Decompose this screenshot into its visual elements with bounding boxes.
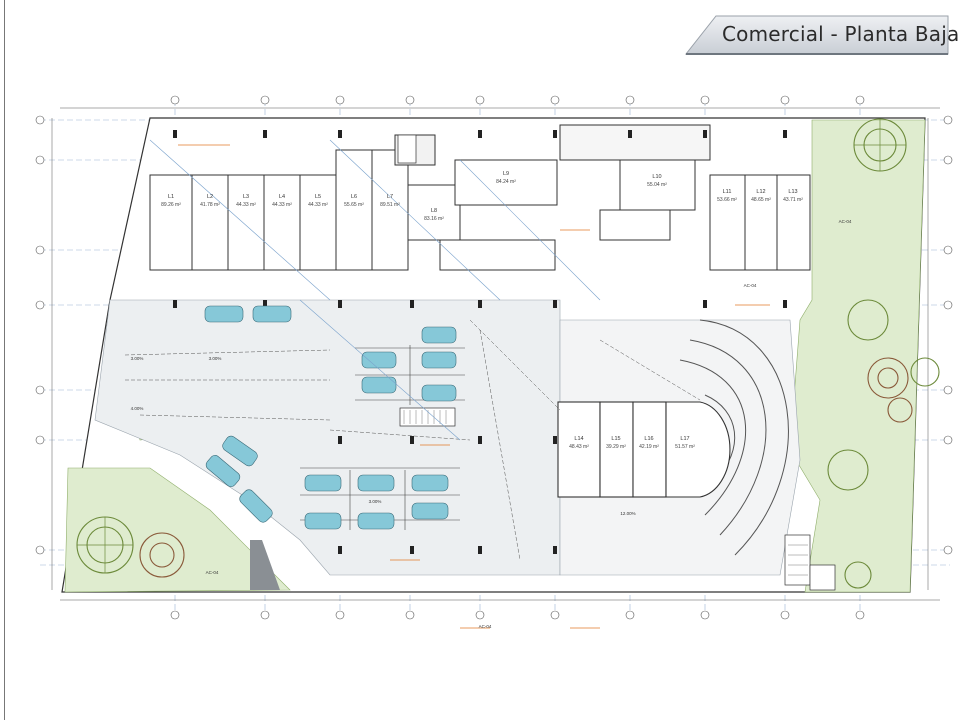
unit-L8-label: L8 bbox=[431, 208, 437, 214]
unit-L6-area: 55.65 m² bbox=[344, 202, 364, 208]
blue-axes bbox=[149, 139, 601, 441]
slope-label: 4.00% bbox=[131, 406, 144, 411]
trees bbox=[76, 118, 940, 589]
units-south-row bbox=[557, 401, 731, 498]
page-title: Comercial - Planta Baja bbox=[722, 22, 960, 46]
unit-L15-area: 39.29 m² bbox=[606, 444, 626, 450]
slope-label: 3.00% bbox=[369, 499, 382, 504]
unit-L5-area: 44.33 m² bbox=[308, 202, 328, 208]
unit-L5-label: L5 bbox=[315, 194, 321, 200]
unit-L14-label: L14 bbox=[574, 436, 583, 442]
parked-cars bbox=[204, 305, 457, 530]
tag-label: AC-04 bbox=[206, 570, 219, 575]
unit-L6-label: L6 bbox=[351, 194, 357, 200]
orange-marks bbox=[178, 144, 770, 629]
unit-L7-label: L7 bbox=[387, 194, 393, 200]
title-tab-shape bbox=[684, 15, 949, 55]
unit-L12-label: L12 bbox=[756, 189, 765, 195]
tag-label: AC-04 bbox=[839, 219, 852, 224]
unit-L15-label: L15 bbox=[611, 436, 620, 442]
unit-L16-area: 42.19 m² bbox=[639, 444, 659, 450]
hatched-core bbox=[250, 540, 280, 590]
unit-L17-area: 51.57 m² bbox=[675, 444, 695, 450]
unit-L4-area: 44.33 m² bbox=[272, 202, 292, 208]
tag-label: AC-04 bbox=[479, 624, 492, 629]
unit-L3-label: L3 bbox=[243, 194, 249, 200]
curved-ramps bbox=[679, 319, 789, 556]
stairs bbox=[397, 134, 836, 591]
units-northeast-row bbox=[559, 124, 811, 271]
unit-L14-area: 48.43 m² bbox=[569, 444, 589, 450]
parking-bays bbox=[300, 345, 465, 530]
page-left-rule bbox=[4, 0, 5, 720]
title-tab: Comercial - Planta Baja bbox=[678, 14, 959, 58]
unit-L11-label: L11 bbox=[723, 189, 732, 195]
unit-L7-area: 89.51 m² bbox=[380, 202, 400, 208]
unit-L3-area: 44.33 m² bbox=[236, 202, 256, 208]
unit-L11-area: 53.66 m² bbox=[717, 197, 737, 203]
unit-L2-area: 41.78 m² bbox=[200, 202, 220, 208]
unit-L2-label: L2 bbox=[207, 194, 213, 200]
slope-label: 3.00% bbox=[131, 356, 144, 361]
unit-L17-label: L17 bbox=[680, 436, 689, 442]
unit-L1-label: L1 bbox=[168, 194, 174, 200]
unit-L12-area: 48.65 m² bbox=[751, 197, 771, 203]
unit-L9-area: 84.24 m² bbox=[496, 179, 516, 185]
traffic-lines bbox=[124, 319, 701, 561]
slope-label: 12.00% bbox=[620, 511, 635, 516]
unit-L10-label: L10 bbox=[652, 174, 661, 180]
unit-L16-label: L16 bbox=[644, 436, 653, 442]
orange-tags: AC-04 AC-04 AC-04 AC-04 bbox=[206, 219, 852, 629]
unit-L4-label: L4 bbox=[279, 194, 285, 200]
columns bbox=[173, 130, 787, 554]
slope-label: 3.00% bbox=[209, 356, 222, 361]
unit-L1-area: 89.26 m² bbox=[161, 202, 181, 208]
units-central-block bbox=[394, 134, 558, 271]
unit-labels: L1 89.26 m² L2 41.78 m² L3 44.33 m² L4 4… bbox=[161, 171, 803, 450]
units-north-row bbox=[149, 149, 409, 271]
unit-L8-area: 83.16 m² bbox=[424, 216, 444, 222]
unit-L13-label: L13 bbox=[788, 189, 797, 195]
slope-labels: 3.00% 4.00% 3.00% 12.00% 3.00% bbox=[131, 356, 636, 516]
unit-L9-label: L9 bbox=[503, 171, 509, 177]
unit-L10-area: 55.04 m² bbox=[647, 182, 667, 188]
unit-L13-area: 43.71 m² bbox=[783, 197, 803, 203]
grid-bubbles bbox=[35, 95, 953, 620]
dimension-lines bbox=[51, 107, 940, 601]
tag-label: AC-04 bbox=[744, 283, 757, 288]
